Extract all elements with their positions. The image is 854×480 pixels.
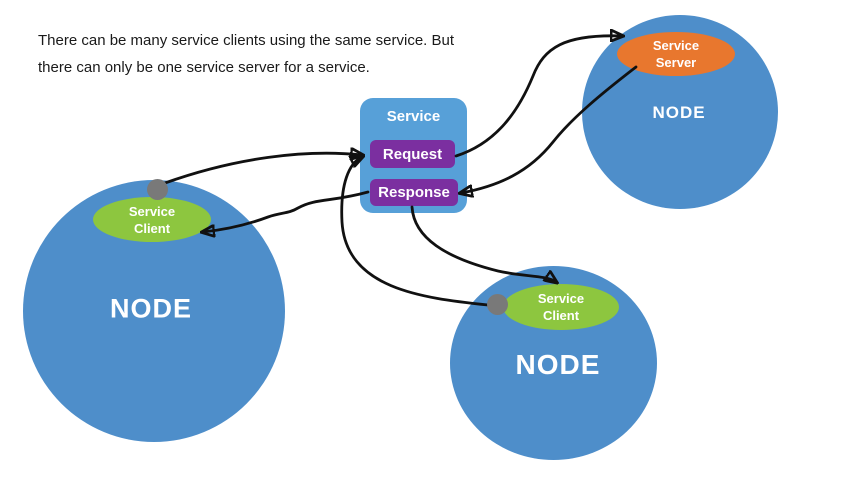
node-label-bottom: NODE [515, 349, 601, 380]
request-box: Request [370, 140, 455, 168]
caption-text: There can be many service clients using … [38, 27, 454, 81]
service-box-title: Service [386, 108, 441, 125]
node-label-left: NODE [109, 293, 193, 324]
service-client-ellipse-bottom: Service Client [503, 284, 619, 330]
service-client-ellipse-left: Service Client [93, 197, 211, 242]
node-label-right: NODE [652, 103, 706, 122]
service-client-label-bottom: Service Client [537, 291, 585, 323]
left-node-connection-dot [147, 179, 168, 200]
service-server-ellipse: Service Server [617, 32, 735, 76]
caption-line-2: there can only be one service server for… [38, 59, 370, 76]
service-box: Service Request Response [360, 98, 467, 213]
service-server-label: Service Server [652, 38, 700, 70]
service-client-label-left: Service Client [128, 203, 176, 236]
arrow-left-client-to-request [163, 153, 362, 185]
bottom-node-connection-dot [487, 294, 508, 315]
response-box: Response [370, 179, 458, 206]
caption-line-1: There can be many service clients using … [38, 32, 455, 49]
